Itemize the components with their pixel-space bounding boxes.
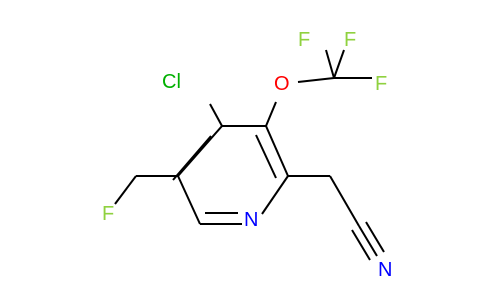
bond-c4-c5 bbox=[177, 125, 223, 177]
bond-c-f-top-right bbox=[333, 49, 345, 79]
atom-oxygen: O bbox=[274, 73, 290, 95]
bond-c5-c6 bbox=[177, 175, 201, 225]
bond-nitrile-2 bbox=[351, 229, 371, 261]
atom-chlorine: Cl bbox=[162, 71, 181, 93]
atom-fluorine-top-right: F bbox=[344, 29, 356, 51]
bond-c3-c2 bbox=[265, 125, 289, 177]
bond-o-cf3 bbox=[297, 77, 335, 83]
atom-ring-nitrogen: N bbox=[244, 209, 258, 231]
pyridine-ring bbox=[172, 125, 289, 225]
bond-ch2-cn bbox=[329, 175, 360, 227]
bond-c3-c2-inner bbox=[255, 134, 277, 179]
bond-c4-c5-inner bbox=[172, 135, 212, 181]
bond-n-c2 bbox=[261, 175, 289, 215]
atom-labels: Cl O F F F F N N bbox=[102, 29, 392, 281]
atom-fluorine-right: F bbox=[375, 73, 387, 95]
bond-nitrile-1 bbox=[358, 225, 378, 257]
bond-c4-cl bbox=[209, 103, 223, 127]
bond-c-f-top-left bbox=[325, 49, 335, 79]
atom-fluorine-top-left: F bbox=[298, 29, 310, 51]
bond-ch2-f bbox=[114, 175, 137, 205]
atom-fluorine-methyl: F bbox=[102, 203, 114, 225]
substituent-bonds bbox=[114, 49, 385, 261]
atom-nitrile-nitrogen: N bbox=[378, 259, 392, 281]
bond-nitrile-3 bbox=[365, 221, 385, 253]
bond-c3-o bbox=[265, 101, 277, 127]
